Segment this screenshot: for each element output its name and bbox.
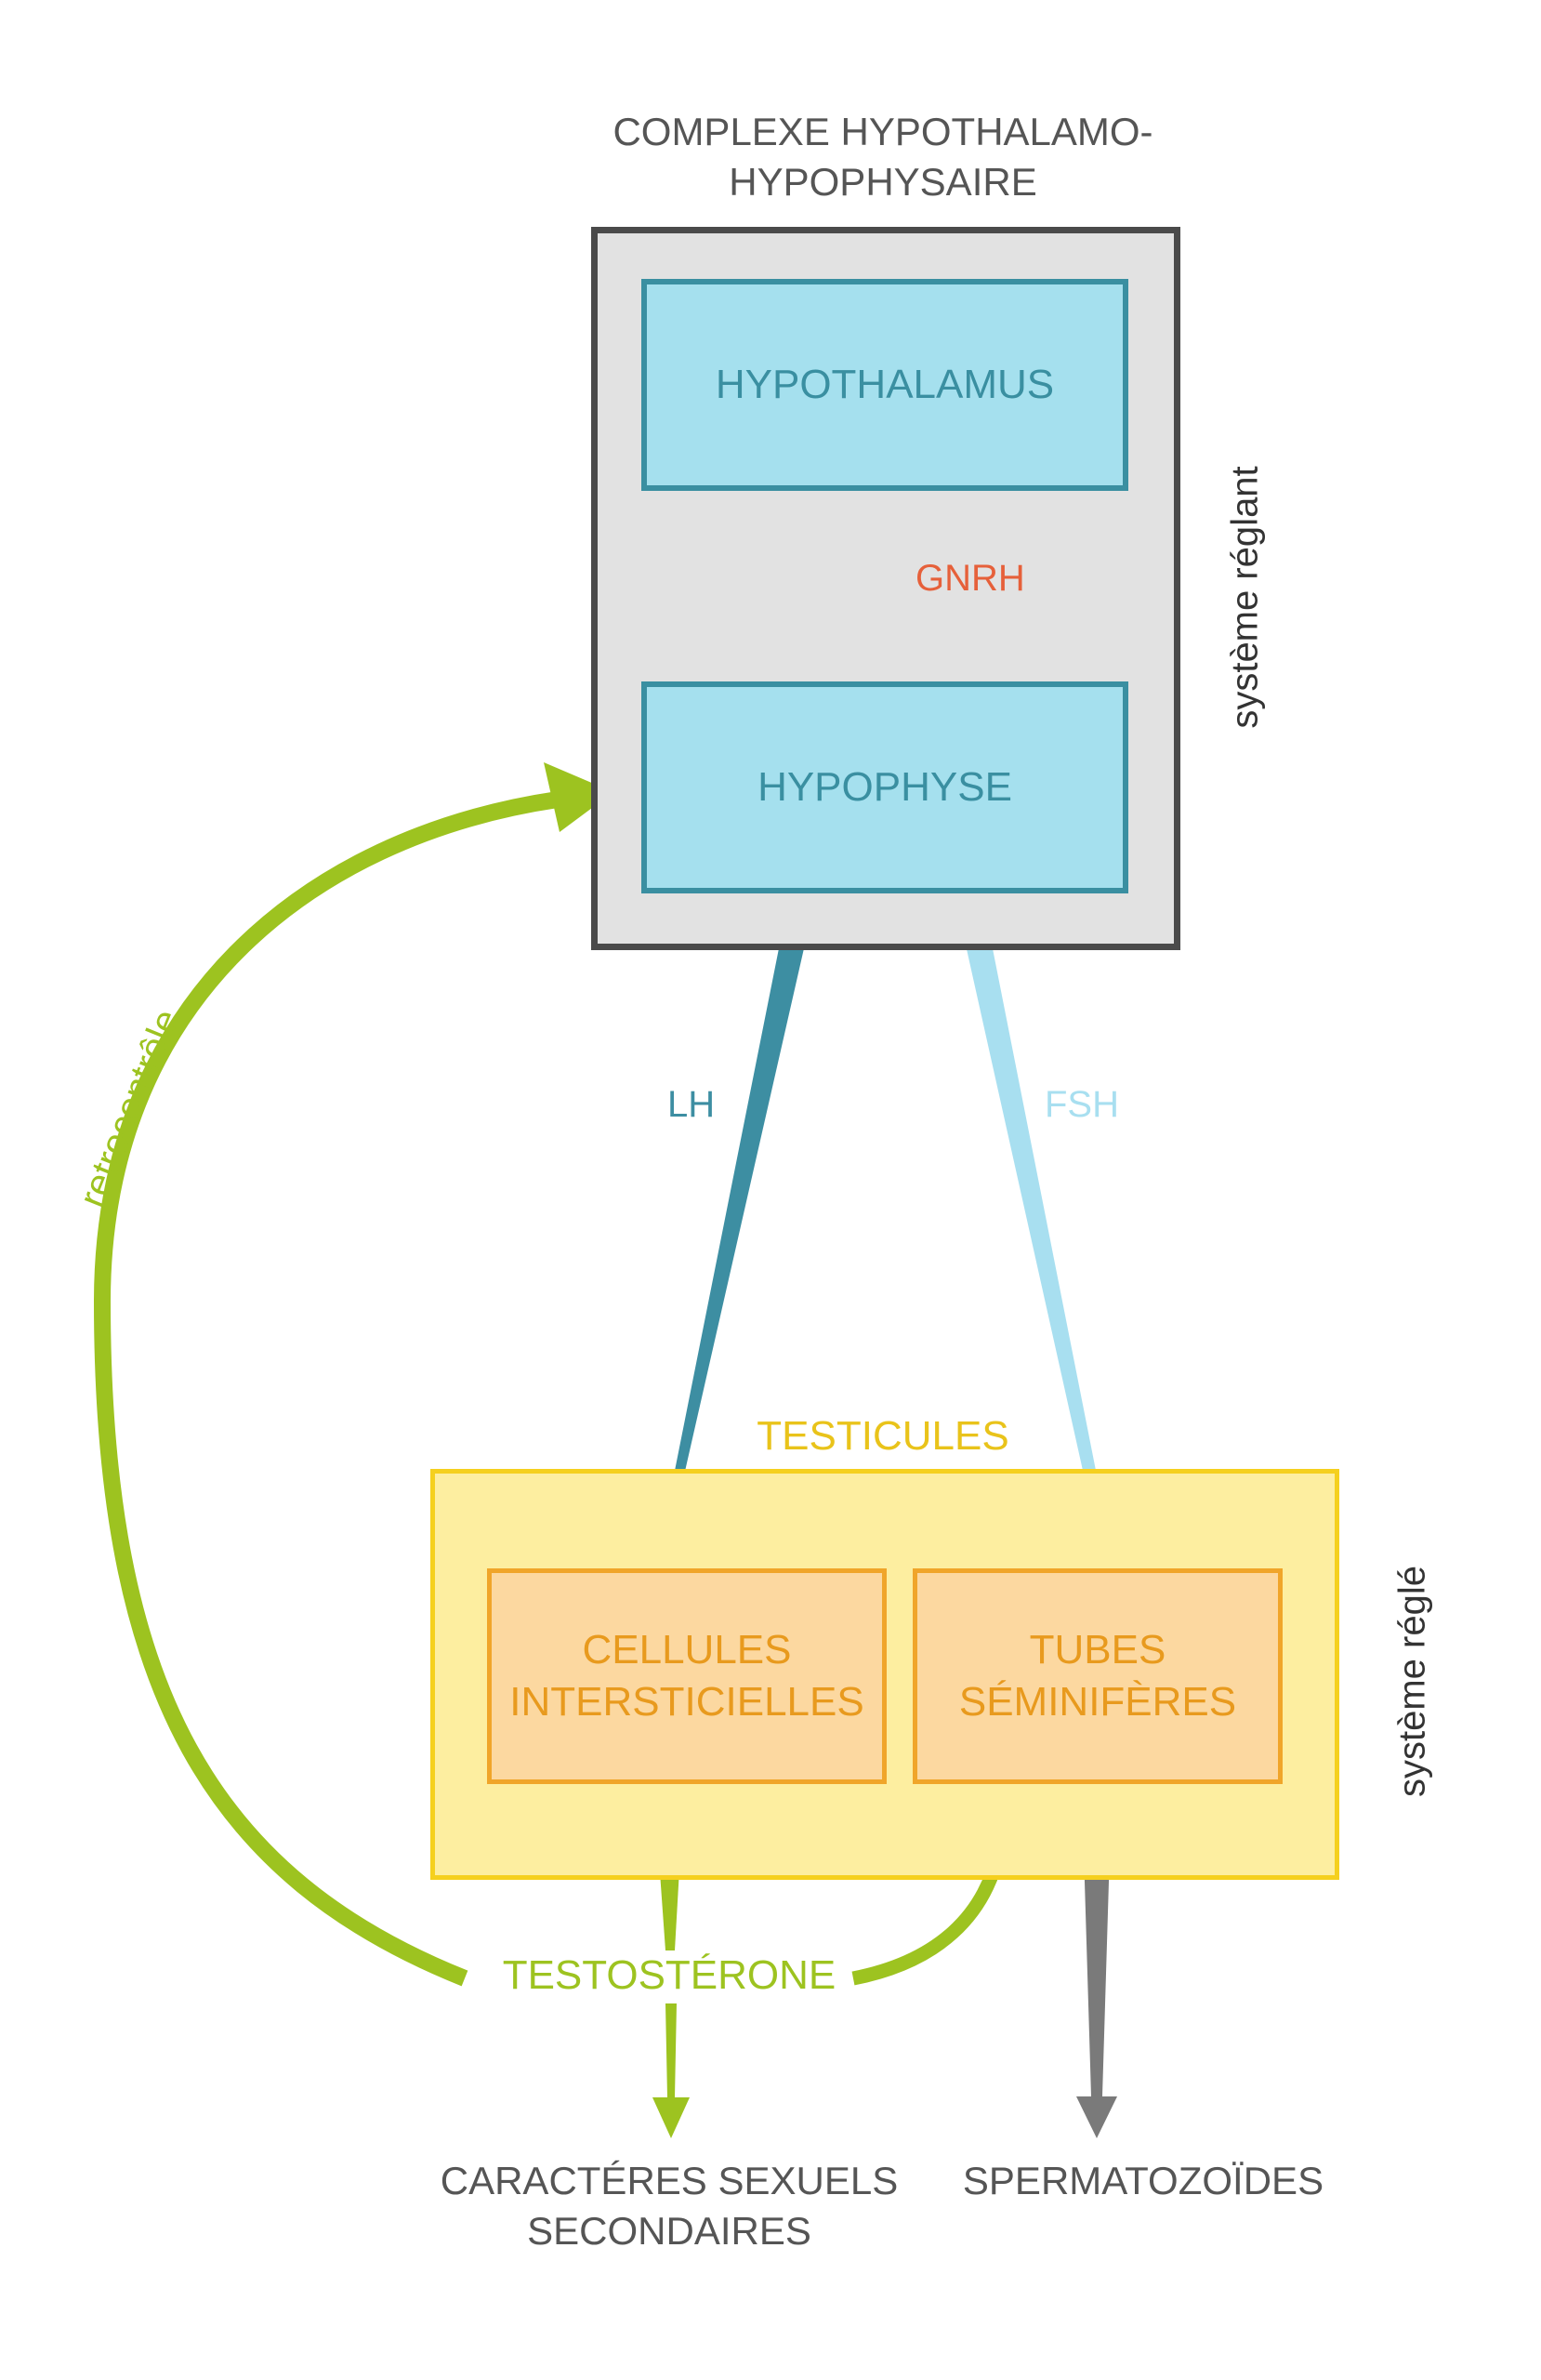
- cellules-label-line1: CELLULES: [582, 1627, 792, 1673]
- testosterone-to-caracteres-arrow: [652, 2003, 690, 2138]
- complex-title-line1: COMPLEXE HYPOTHALAMO-: [612, 110, 1153, 153]
- tubes-seminiferes-box: TUBES SÉMINIFÈRES: [913, 1568, 1283, 1784]
- complex-title-line2: HYPOPHYSAIRE: [729, 160, 1037, 204]
- lh-label: LH: [667, 1084, 716, 1125]
- cellules-label-line2: INTERSTICIELLES: [509, 1679, 864, 1725]
- fsh-label: FSH: [1045, 1084, 1119, 1125]
- tubes-label-line1: TUBES: [1029, 1627, 1166, 1673]
- retrocontrole-arrow-body: [93, 791, 560, 1987]
- retrocontrole-arrow-head: [544, 762, 613, 832]
- caracteres-label-line2: SECONDAIRES: [527, 2209, 811, 2253]
- testicules-title: TESTICULES: [757, 1413, 1009, 1459]
- systeme-reglant-label: système réglant: [1224, 466, 1266, 729]
- lh-arrow: [658, 916, 811, 1543]
- systeme-regle-label: système réglé: [1391, 1566, 1433, 1797]
- caracteres-label-line1: CARACTÉRES SEXUELS: [440, 2159, 899, 2202]
- gnrh-label: GNRH: [915, 558, 1025, 599]
- testosterone-label: TESTOSTÉRONE: [502, 1952, 836, 1998]
- hypothalamus-label: HYPOTHALAMUS: [715, 362, 1055, 407]
- hypophyse-label: HYPOPHYSE: [757, 764, 1012, 810]
- tubes-label-group: TUBES SÉMINIFÈRES: [917, 1624, 1278, 1728]
- hypothalamus-box: HYPOTHALAMUS: [641, 279, 1128, 491]
- cellules-interstitielles-box: CELLULES INTERSTICIELLES: [487, 1568, 887, 1784]
- fsh-arrow: [959, 916, 1113, 1543]
- tubes-label-line2: SÉMINIFÈRES: [958, 1679, 1237, 1725]
- spermatozoides-label: SPERMATOZOÏDES: [962, 2159, 1324, 2202]
- hypophyse-box: HYPOPHYSE: [641, 681, 1128, 893]
- cellules-label-group: CELLULES INTERSTICIELLES: [492, 1624, 882, 1728]
- spermatozoides-arrow: [1076, 1820, 1117, 2138]
